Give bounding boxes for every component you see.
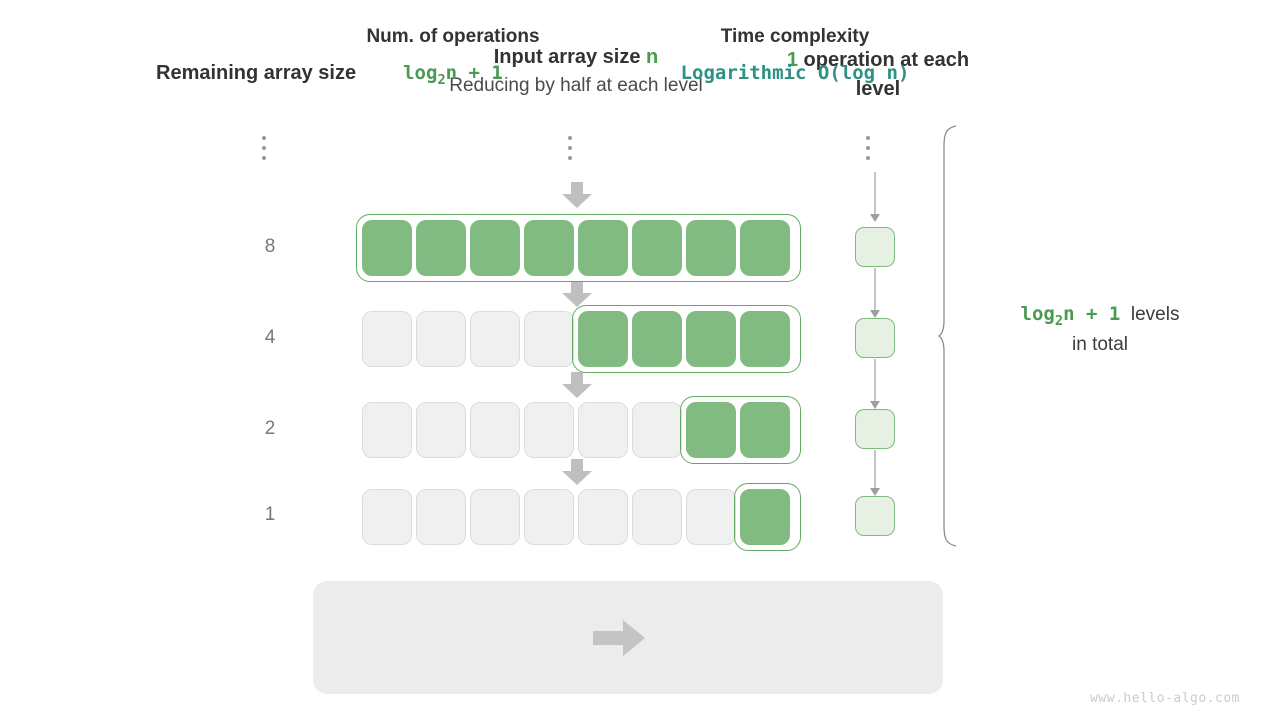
levels-total-line2: in total (1072, 334, 1128, 356)
array-cell-active (686, 220, 736, 276)
array-cell-empty (578, 489, 628, 545)
operation-box-level-4 (855, 318, 895, 358)
dot (866, 136, 870, 140)
array-cell-active (686, 402, 736, 458)
log-text: log (1020, 303, 1055, 325)
watermark: www.hello-algo.com (1090, 691, 1240, 706)
array-cell-empty (362, 311, 412, 367)
level-size-label-8: 8 (264, 236, 276, 257)
operation-box-level-1 (855, 496, 895, 536)
levels-brace (938, 125, 957, 547)
array-cell-empty (362, 489, 412, 545)
level-size-label-1: 1 (264, 504, 276, 525)
operation-box-level-2 (855, 409, 895, 449)
array-row-level-8 (362, 220, 790, 276)
array-cell-active (632, 220, 682, 276)
array-cell-empty (524, 402, 574, 458)
halving-arrow-into-level-2 (562, 372, 592, 398)
log-text: log (403, 62, 438, 84)
column-header-input-array-size-text: Input array size (493, 46, 647, 68)
array-cell-active (740, 311, 790, 367)
column-header-input-array-size-title: Input array size n (418, 46, 734, 69)
column-header-variable-n: n (646, 46, 659, 68)
log-suffix: n + 1 (1063, 303, 1121, 325)
dot (262, 156, 266, 160)
log-suffix: n + 1 (445, 62, 503, 84)
array-cell-active (578, 220, 628, 276)
column-header-input-array-subtitle: Reducing by half at each level (449, 75, 703, 96)
column-header-operations: 1 operation at each level (783, 46, 973, 104)
summary-num-operations-title: Num. of operations (366, 26, 540, 47)
levels-total-note: log2n + 1 levels in total (975, 300, 1225, 360)
summary-num-operations: Num. of operations log2n + 1 (313, 26, 593, 88)
array-cell-empty (524, 311, 574, 367)
operation-link-arrow-into-level-2 (870, 359, 880, 409)
dot (866, 156, 870, 160)
array-cell-empty (578, 402, 628, 458)
array-cell-empty (686, 489, 736, 545)
array-cell-empty (524, 489, 574, 545)
summary-time-complexity-value: Logarithmic O(log n) (680, 62, 910, 84)
column-header-operation-count: 1 (786, 49, 798, 71)
ellipsis-left-column (262, 136, 266, 160)
dot (568, 146, 572, 150)
log-base: 2 (1054, 312, 1064, 329)
array-cell-active (686, 311, 736, 367)
summary-num-operations-value: log2n + 1 (313, 62, 593, 88)
array-cell-empty (470, 311, 520, 367)
dot (568, 136, 572, 140)
array-cell-active (740, 220, 790, 276)
array-cell-active (362, 220, 412, 276)
levels-word: levels (1130, 304, 1180, 325)
array-cell-empty (470, 489, 520, 545)
summary-time-complexity: Time complexity Logarithmic O(log n) (655, 26, 935, 84)
array-cell-active (740, 489, 790, 545)
array-cell-empty (470, 402, 520, 458)
array-cell-active (632, 311, 682, 367)
halving-arrow-into-level-8 (562, 182, 592, 208)
operation-link-arrow-into-level-1 (870, 450, 880, 496)
log-base: 2 (437, 71, 446, 88)
operation-link-arrow-into-level-8 (870, 172, 880, 222)
column-header-operations-text: operation at each level (797, 49, 970, 100)
summary-implies-arrow (593, 620, 645, 656)
ellipsis-operations-column (866, 136, 870, 160)
array-cell-empty (416, 402, 466, 458)
array-cell-active (740, 402, 790, 458)
operation-box-level-8 (855, 227, 895, 267)
page-title-remaining-array-size: Remaining array size (156, 62, 357, 84)
levels-total-formula: log2n + 1 (1020, 303, 1121, 329)
array-row-level-2 (362, 402, 790, 458)
levels-total-formula-line: log2n + 1 levels (975, 300, 1225, 331)
array-cell-active (470, 220, 520, 276)
dot (866, 146, 870, 150)
array-cell-empty (416, 311, 466, 367)
array-cell-empty (362, 402, 412, 458)
array-cell-empty (416, 489, 466, 545)
ellipsis-center-column (568, 136, 572, 160)
halving-arrow-into-level-1 (562, 459, 592, 485)
operation-link-arrow-into-level-4 (870, 268, 880, 318)
halving-arrow-into-level-4 (562, 281, 592, 307)
summary-time-complexity-title: Time complexity (720, 26, 870, 47)
dot (262, 146, 266, 150)
array-row-level-4 (362, 311, 790, 367)
array-cell-active (416, 220, 466, 276)
array-cell-empty (632, 402, 682, 458)
dot (262, 136, 266, 140)
array-row-level-1 (362, 489, 790, 545)
level-size-label-2: 2 (264, 418, 276, 439)
column-header-input-array-size: Input array size n Reducing by half at e… (418, 46, 734, 97)
column-header-operations-title: 1 operation at each level (783, 46, 973, 104)
array-cell-empty (632, 489, 682, 545)
array-cell-active (578, 311, 628, 367)
dot (568, 156, 572, 160)
array-cell-active (524, 220, 574, 276)
level-size-label-4: 4 (264, 327, 276, 348)
